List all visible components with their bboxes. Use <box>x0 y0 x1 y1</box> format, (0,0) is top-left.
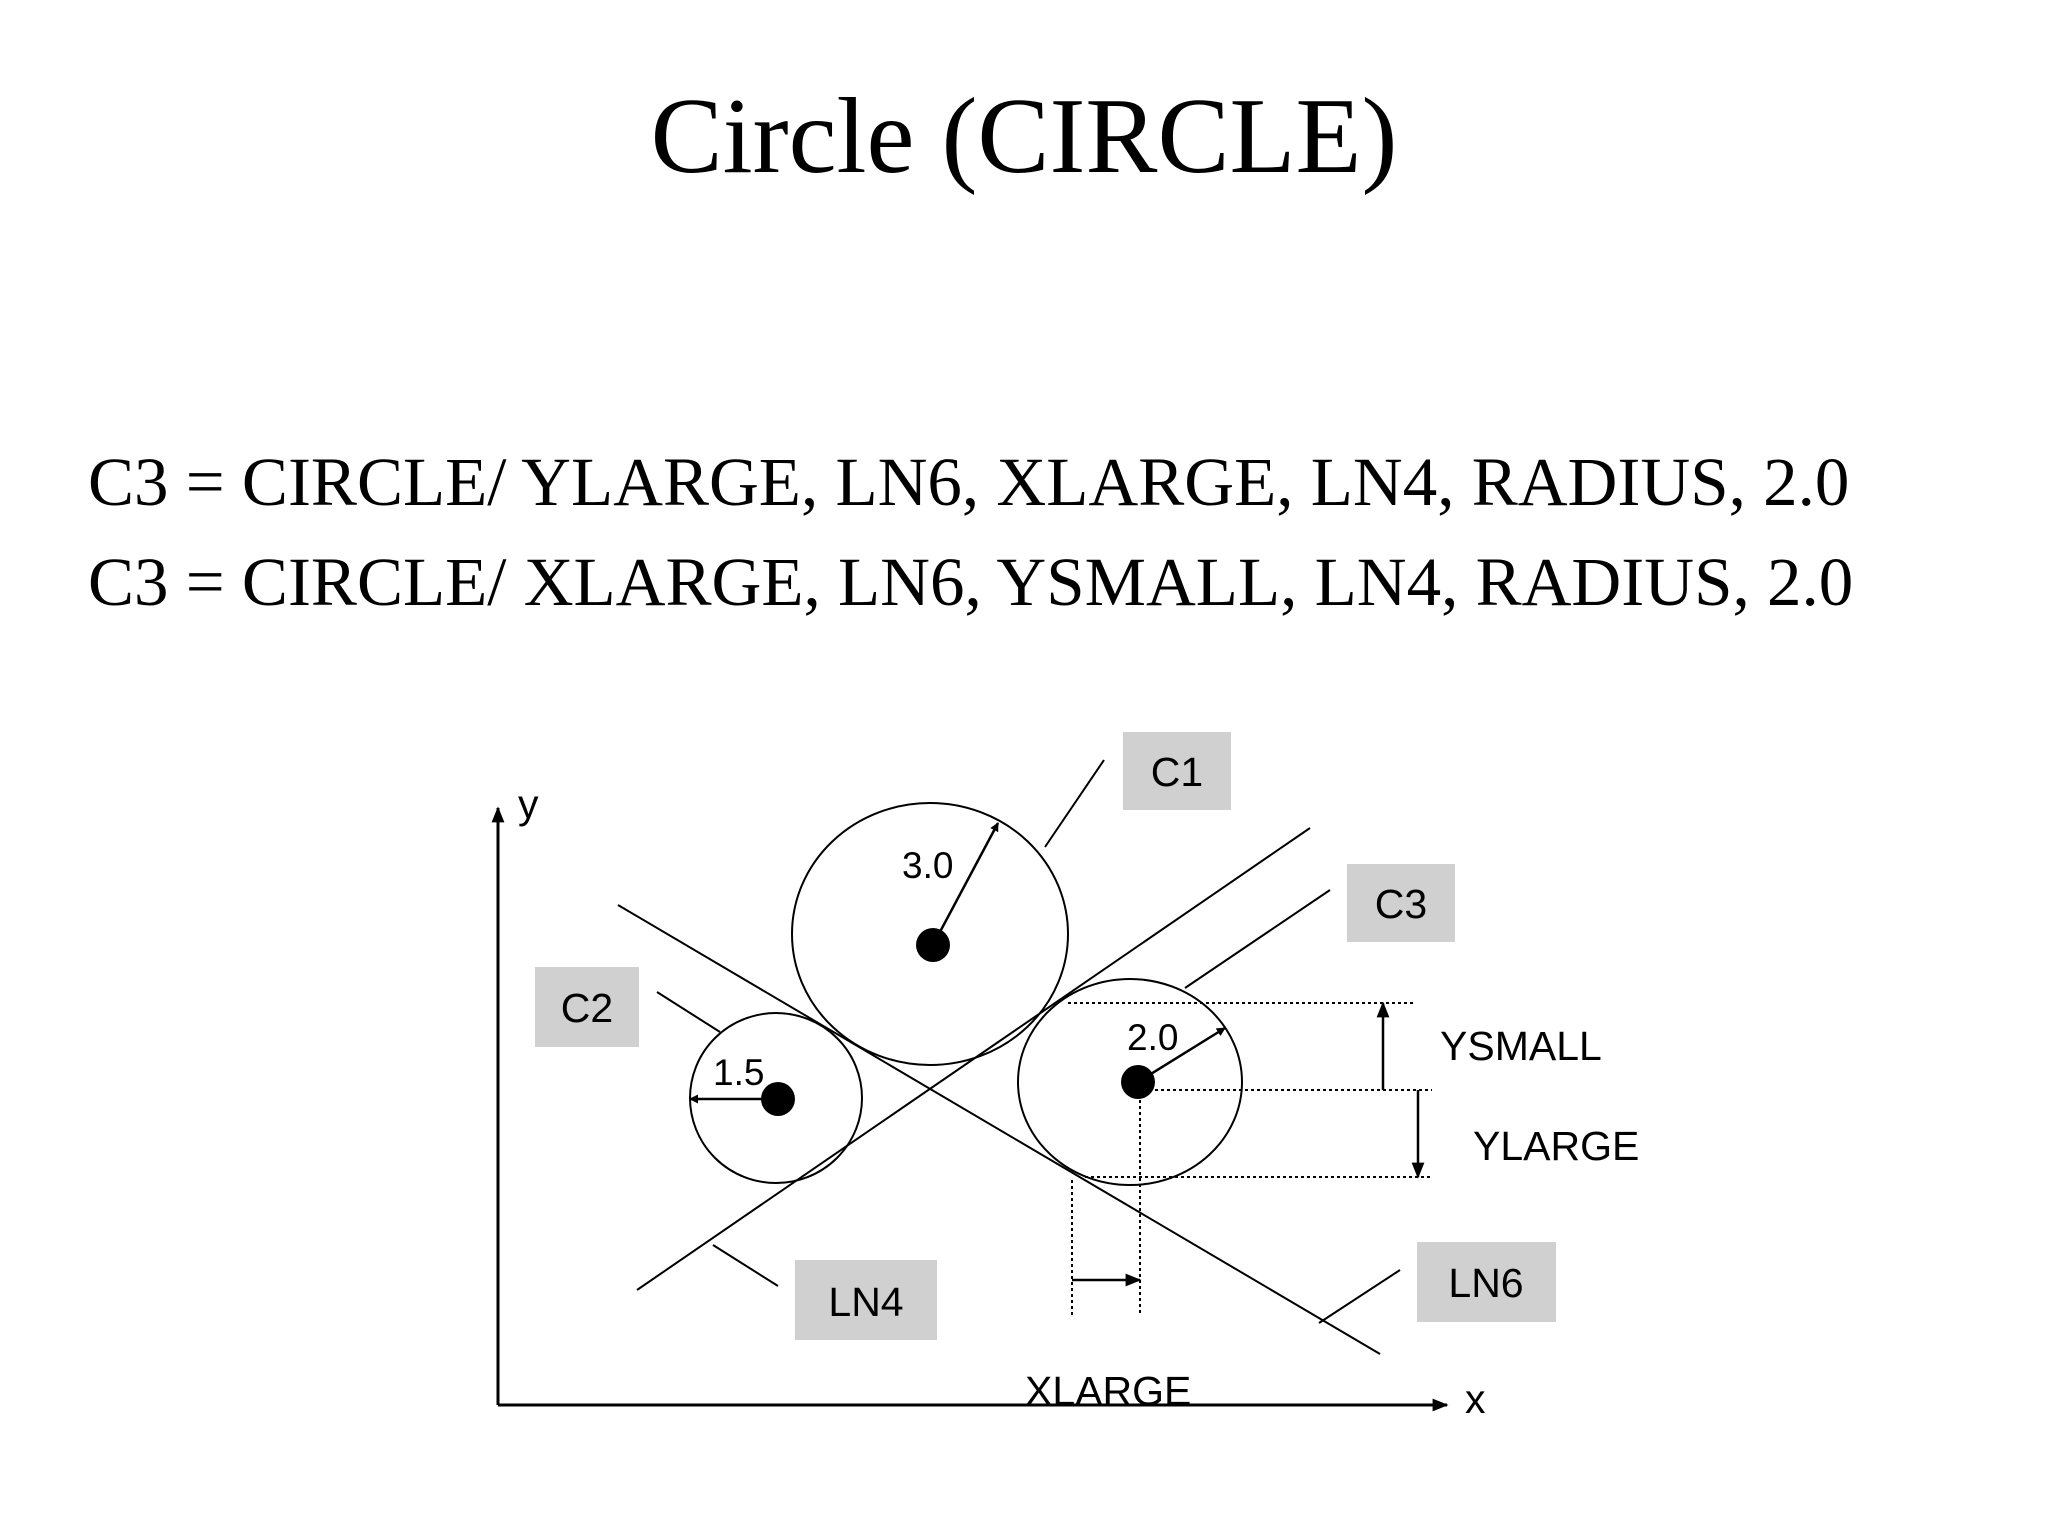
x-axis-label: x <box>1465 1376 1486 1422</box>
label-c2: C2 <box>561 985 613 1031</box>
line-ln6 <box>617 904 1381 1355</box>
label-box-c2: C2 <box>535 967 639 1047</box>
leader-ln6 <box>1318 1269 1401 1324</box>
label-c1: C1 <box>1151 749 1203 795</box>
ysmall-label: YSMALL <box>1440 1023 1602 1069</box>
circle-c1 <box>791 802 1069 1066</box>
y-axis-label: y <box>518 781 539 827</box>
circle-c3 <box>1017 978 1243 1186</box>
ylarge-label: YLARGE <box>1473 1123 1639 1169</box>
xlarge-label: XLARGE <box>1025 1368 1191 1414</box>
label-ln4: LN4 <box>828 1279 903 1325</box>
label-box-ln6: LN6 <box>1417 1242 1556 1322</box>
label-box-c1: C1 <box>1123 732 1231 810</box>
radius-label-c1: 3.0 <box>902 845 953 886</box>
label-box-ln4: LN4 <box>795 1260 937 1340</box>
leader-c1 <box>1044 759 1105 848</box>
radius-label-c3: 2.0 <box>1127 1017 1178 1058</box>
label-box-c3: C3 <box>1347 864 1455 942</box>
circle-statement-2: C3 = CIRCLE/ XLARGE, LN6, YSMALL, LN4, R… <box>88 544 1854 620</box>
radius-label-c2: 1.5 <box>713 1052 764 1093</box>
radius-arrow-c1 <box>931 822 1000 946</box>
circle-statement-1: C3 = CIRCLE/ YLARGE, LN6, XLARGE, LN4, R… <box>88 444 1850 520</box>
leader-c2 <box>656 991 721 1033</box>
label-ln6: LN6 <box>1448 1260 1523 1306</box>
page-title: Circle (CIRCLE) <box>650 77 1398 196</box>
leader-c3 <box>1184 889 1331 989</box>
radius-arrow-c3 <box>1137 1026 1226 1084</box>
leader-ln4 <box>712 1244 779 1287</box>
label-c3: C3 <box>1375 881 1427 927</box>
